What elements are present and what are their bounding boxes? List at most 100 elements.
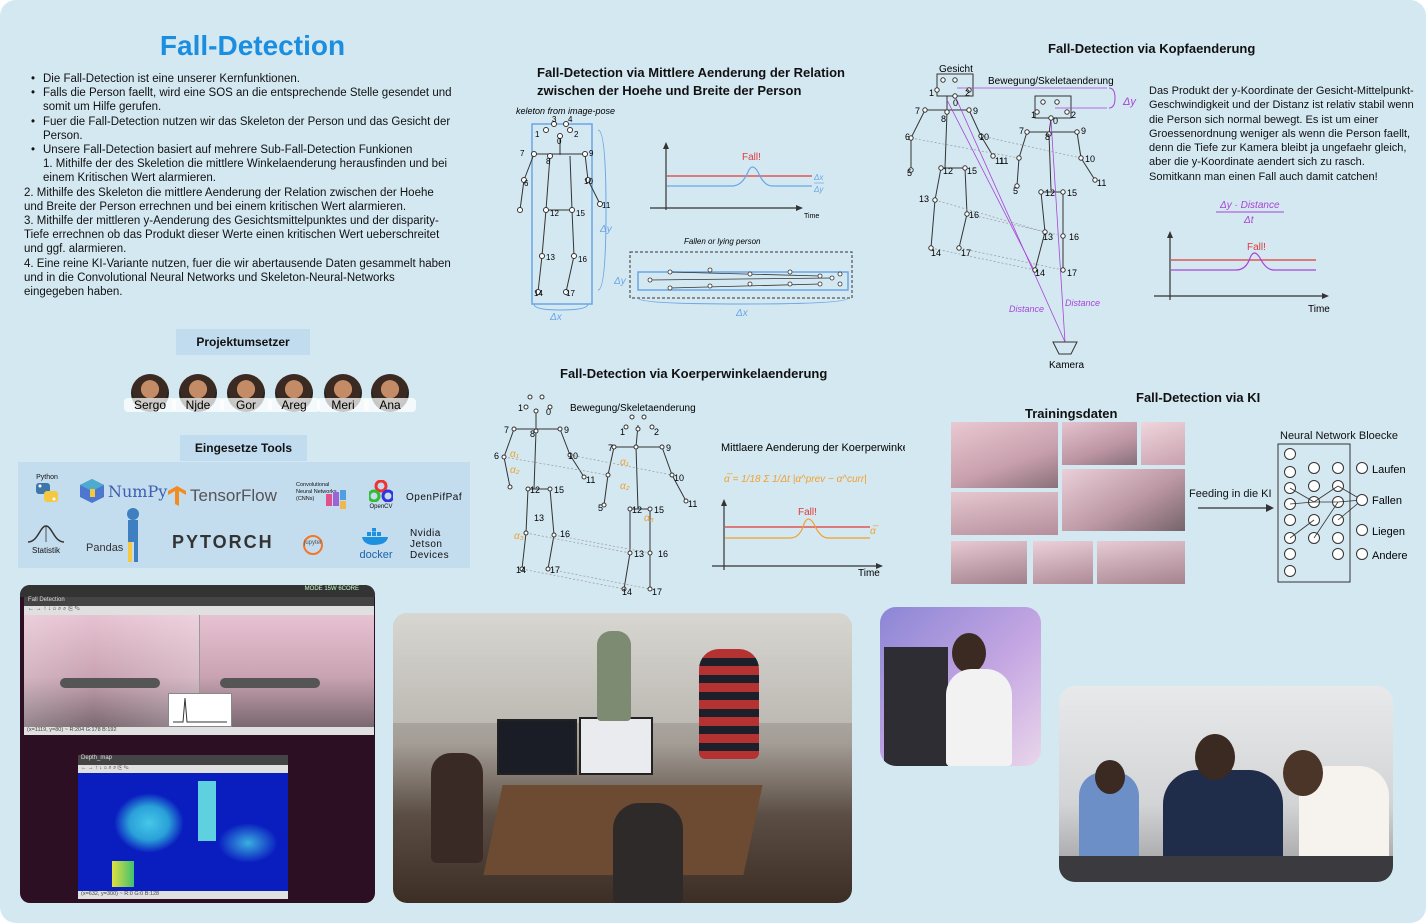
distance-label: Distance — [1009, 304, 1044, 314]
python-icon — [36, 483, 58, 502]
opencv-logo: OpenCV — [366, 479, 396, 510]
svg-text:7: 7 — [915, 106, 920, 116]
ratio-top-label: Δx — [813, 173, 824, 182]
svg-text:12: 12 — [550, 209, 559, 218]
photo-person — [597, 631, 631, 721]
svg-text:8: 8 — [530, 429, 535, 439]
photo-person-head — [1283, 750, 1323, 796]
intro-bullets: Die Fall-Detection ist eine unserer Kern… — [24, 72, 454, 157]
team-member: Gor — [220, 374, 272, 418]
svg-text:0: 0 — [557, 137, 562, 146]
training-image — [1033, 541, 1093, 584]
tool-label: Convolutional Neural Networks (CNNs) — [296, 482, 337, 502]
svg-text:11: 11 — [1097, 178, 1106, 188]
ratio-section-title: Fall-Detection via Mittlere Aenderung de… — [537, 64, 877, 100]
svg-text:2: 2 — [574, 130, 579, 139]
office-photo — [1059, 686, 1393, 882]
angle-series — [725, 518, 870, 539]
svg-text:13: 13 — [1043, 232, 1053, 242]
intro-text: Die Fall-Detection ist eine unserer Kern… — [24, 72, 454, 299]
skeleton-caption: keleton from image-pose — [516, 106, 615, 116]
svg-text:1: 1 — [1031, 110, 1036, 120]
intro-bullet: Fuer die Fall-Detection nutzen wir das S… — [24, 115, 454, 143]
photo-desk — [1059, 856, 1393, 882]
fall-label: Fall! — [742, 152, 761, 163]
member-name: Ana — [364, 398, 416, 412]
intro-item-2: 2. Mithilfe des Skeleton die mittlere Ae… — [24, 186, 434, 213]
photo-person-body — [946, 669, 1012, 766]
photo-equipment — [884, 647, 948, 766]
window-title: Fall Detection — [24, 597, 374, 606]
distance-label: Distance — [1065, 298, 1100, 308]
svg-text:5: 5 — [907, 168, 912, 178]
depth-map — [78, 773, 288, 891]
x-axis-arrow — [1322, 293, 1329, 299]
intro-item-4: 4. Eine reine KI-Variante nutzen, fuer d… — [24, 257, 451, 299]
lying-person — [60, 678, 160, 688]
intro-bullet: Die Fall-Detection ist eine unserer Kern… — [24, 72, 454, 86]
head-diagram: Gesicht Bewegung/Skeletaenderung Δy — [905, 64, 1137, 371]
svg-text:α₂: α₂ — [510, 465, 520, 476]
svg-text:α₃: α₃ — [644, 513, 654, 524]
training-image — [951, 492, 1058, 535]
svg-text:14: 14 — [516, 565, 526, 575]
plot-overlay — [168, 693, 232, 727]
svg-text:10: 10 — [979, 132, 989, 142]
svg-text:12: 12 — [530, 485, 540, 495]
svg-text:0: 0 — [953, 98, 958, 108]
feeding-label: Feeding in die KI — [1189, 488, 1272, 500]
svg-text:12: 12 — [1045, 188, 1055, 198]
svg-text:17: 17 — [652, 587, 662, 597]
svg-text:15: 15 — [576, 209, 585, 218]
y-axis-arrow — [721, 499, 727, 506]
motion-lines — [910, 135, 1082, 271]
fallen-caption: Fallen or lying person — [684, 237, 761, 246]
svg-text:14: 14 — [1035, 268, 1045, 278]
tensorflow-icon — [168, 486, 186, 506]
svg-text:1: 1 — [535, 130, 540, 139]
system-topbar: MODE 15W 6CORE — [20, 585, 375, 597]
lying-dx-brace — [637, 297, 849, 305]
docker-logo: docker — [356, 528, 396, 561]
svg-text:12: 12 — [943, 166, 953, 176]
angle-keypoints — [501, 394, 689, 592]
lying-person — [220, 678, 320, 688]
svg-text:15: 15 — [554, 485, 564, 495]
face-box-moved — [1034, 95, 1072, 119]
svg-text:8: 8 — [1045, 132, 1050, 142]
head-description: Das Produkt der y-Koordinate der Gesicht… — [1149, 85, 1414, 183]
title-line: Fall-Detection via Mittlere Aenderung de… — [537, 65, 845, 80]
depth-window-toolbar[interactable]: ← → ↑ ↓ ⌂ ⌕ ⌕ ⎘ ✎ — [78, 765, 288, 773]
svg-text:11: 11 — [995, 156, 1004, 166]
svg-text:14: 14 — [622, 587, 632, 597]
svg-text:5: 5 — [1013, 186, 1018, 196]
svg-text:7: 7 — [608, 443, 613, 453]
svg-text:13: 13 — [546, 253, 555, 262]
status-bar: (x=1119, y=80) ~ R:204 G:178 B:192 — [24, 727, 374, 735]
svg-text:16: 16 — [1069, 232, 1079, 242]
camera-feed — [24, 615, 374, 727]
spike-plot-icon — [173, 697, 227, 723]
svg-text:2: 2 — [965, 88, 970, 98]
python-logo: Python — [32, 474, 62, 507]
window-toolbar[interactable]: ← → ↑ ↓ ⌂ ⌕ ⌕ ⎘ ✎ — [24, 606, 374, 615]
nn-connections — [1289, 485, 1363, 539]
svg-text:13: 13 — [919, 194, 929, 204]
svg-text:17: 17 — [1067, 268, 1077, 278]
bounding-box — [531, 123, 593, 305]
output-label: Laufen — [1372, 464, 1406, 476]
bell-curve-icon — [27, 525, 65, 543]
svg-text:4: 4 — [568, 115, 573, 124]
team-member: Areg — [268, 374, 320, 418]
camera-icon — [1052, 341, 1078, 355]
photo-person-head — [1195, 734, 1235, 780]
formula-numerator: Δy · Distance — [1219, 200, 1280, 211]
angle-chart: Mittlaere Aenderung der Koerperwinke α̅ … — [712, 442, 905, 579]
member-name: Njde — [172, 398, 224, 412]
standing-keypoints — [517, 121, 603, 295]
svg-text:8: 8 — [546, 157, 551, 166]
